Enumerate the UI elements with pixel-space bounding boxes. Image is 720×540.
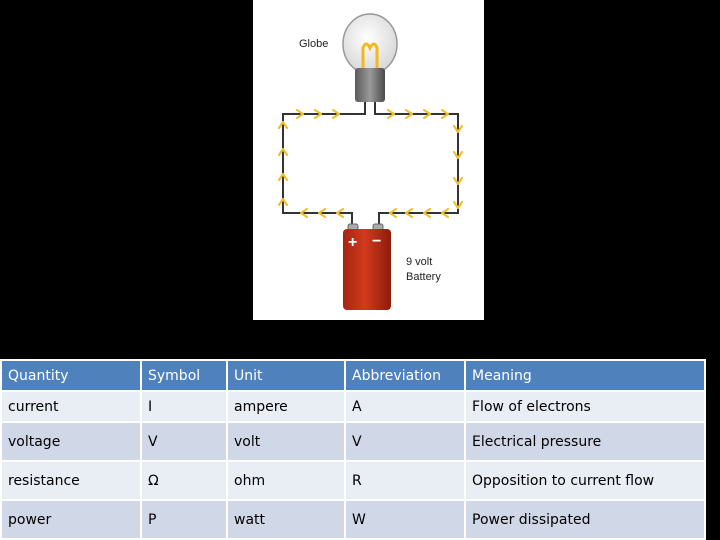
arrows-bottom	[299, 207, 450, 219]
arrows-right	[452, 124, 464, 210]
circuit-wire	[282, 100, 459, 226]
cell-unit: volt	[226, 421, 346, 462]
battery-minus-sign: −	[372, 233, 381, 250]
current-flow-arrows	[277, 108, 464, 219]
table-header-row: Quantity Symbol Unit Abbreviation Meanin…	[0, 359, 706, 392]
table-row: power P watt W Power dissipated	[0, 499, 706, 540]
cell-unit: watt	[226, 499, 346, 540]
header-abbreviation: Abbreviation	[344, 359, 466, 392]
battery: + −	[343, 223, 391, 310]
table-row: voltage V volt V Electrical pressure	[0, 421, 706, 462]
header-quantity: Quantity	[0, 359, 142, 392]
cell-abbreviation: R	[344, 460, 466, 501]
cell-symbol: P	[140, 499, 228, 540]
cell-symbol: I	[140, 390, 228, 423]
electrical-quantities-table: Quantity Symbol Unit Abbreviation Meanin…	[0, 359, 706, 540]
cell-symbol: Ω	[140, 460, 228, 501]
arrows-top	[295, 108, 450, 120]
cell-abbreviation: A	[344, 390, 466, 423]
cell-unit: ohm	[226, 460, 346, 501]
cell-quantity: voltage	[0, 421, 142, 462]
cell-meaning: Flow of electrons	[464, 390, 706, 423]
header-unit: Unit	[226, 359, 346, 392]
table-row: resistance Ω ohm R Opposition to current…	[0, 460, 706, 501]
cell-abbreviation: W	[344, 499, 466, 540]
cell-unit: ampere	[226, 390, 346, 423]
battery-plus-sign: +	[348, 234, 357, 251]
header-meaning: Meaning	[464, 359, 706, 392]
cell-quantity: resistance	[0, 460, 142, 501]
bulb-label: Globe	[299, 38, 328, 50]
light-bulb	[342, 13, 398, 102]
cell-meaning: Opposition to current flow	[464, 460, 706, 501]
circuit-diagram: Globe	[253, 0, 484, 320]
table-row: current I ampere A Flow of electrons	[0, 390, 706, 423]
cell-meaning: Power dissipated	[464, 499, 706, 540]
cell-abbreviation: V	[344, 421, 466, 462]
battery-label-line1: 9 volt	[406, 256, 432, 268]
cell-quantity: power	[0, 499, 142, 540]
circuit-svg: Globe	[277, 13, 464, 310]
cell-quantity: current	[0, 390, 142, 423]
cell-symbol: V	[140, 421, 228, 462]
battery-body	[343, 229, 391, 310]
cell-meaning: Electrical pressure	[464, 421, 706, 462]
bulb-base	[355, 68, 385, 102]
filament	[361, 42, 379, 68]
arrows-left	[277, 120, 289, 207]
battery-label-line2: Battery	[406, 271, 441, 283]
header-symbol: Symbol	[140, 359, 228, 392]
